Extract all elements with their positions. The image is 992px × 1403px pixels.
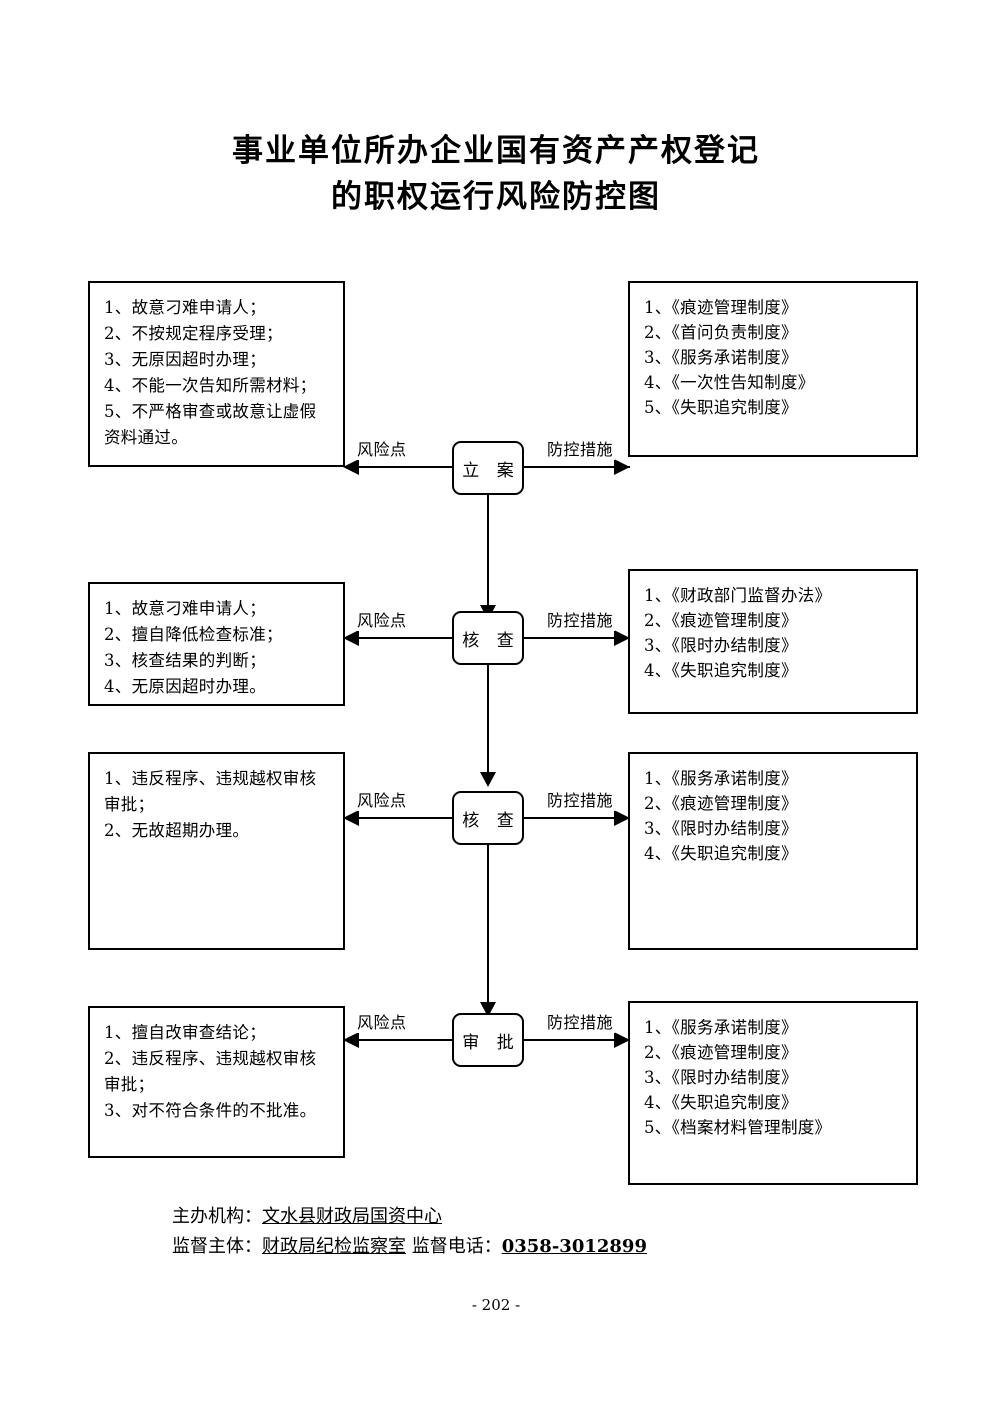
connector-label-risk-4: 风险点 — [355, 1013, 409, 1033]
phone-label: 监督电话： — [406, 1236, 502, 1257]
measure-item: 3、《服务承诺制度》 — [644, 348, 798, 367]
process-node-stage-1[interactable]: 立 案 — [452, 441, 524, 495]
measure-item: 1、《财政部门监督办法》 — [644, 586, 832, 605]
risk-box-stage-3: 1、违反程序、违规越权审核审批； 2、无故超期办理。 — [88, 752, 345, 950]
measure-item: 2、《痕迹管理制度》 — [644, 611, 798, 630]
process-node-label: 核 查 — [462, 630, 520, 651]
connector-line-vertical-3 — [487, 845, 489, 1005]
supervisor-row: 监督主体：财政局纪检监察室 监督电话：0358-3012899 — [172, 1232, 872, 1262]
risk-item: 2、无故超期办理。 — [104, 821, 250, 840]
title-line-1: 事业单位所办企业国有资产产权登记 — [232, 133, 760, 169]
process-node-label: 核 查 — [462, 810, 520, 831]
arrow-right-4 — [614, 1032, 630, 1048]
connector-line-left-4 — [345, 1039, 455, 1041]
page-title: 事业单位所办企业国有资产产权登记 的职权运行风险防控图 — [0, 128, 992, 220]
measure-item: 1、《痕迹管理制度》 — [644, 298, 798, 317]
risk-item: 3、对不符合条件的不批准。 — [104, 1101, 317, 1120]
risk-item: 4、不能一次告知所需材料； — [104, 376, 317, 395]
footer: 主办机构：文水县财政局国资中心 监督主体：财政局纪检监察室 监督电话：0358-… — [172, 1202, 872, 1262]
connector-line-right-4 — [522, 1039, 630, 1041]
arrow-left-1 — [343, 459, 359, 475]
connector-line-left-1 — [345, 466, 455, 468]
risk-item: 2、擅自降低检查标准； — [104, 625, 283, 644]
measures-box-stage-2: 1、《财政部门监督办法》 2、《痕迹管理制度》 3、《限时办结制度》 4、《失职… — [628, 569, 918, 714]
measures-box-stage-3: 1、《服务承诺制度》 2、《痕迹管理制度》 3、《限时办结制度》 4、《失职追究… — [628, 752, 918, 950]
arrow-down-2 — [480, 772, 496, 787]
risk-box-stage-1: 1、故意刁难申请人； 2、不按规定程序受理； 3、无原因超时办理； 4、不能一次… — [88, 281, 345, 467]
risk-item: 2、不按规定程序受理； — [104, 324, 283, 343]
connector-line-left-3 — [345, 817, 455, 819]
measure-item: 3、《限时办结制度》 — [644, 1068, 798, 1087]
risk-item: 1、擅自改审查结论； — [104, 1023, 266, 1042]
connector-label-measures-3: 防控措施 — [545, 791, 616, 811]
connector-line-vertical-1 — [487, 495, 489, 608]
connector-label-measures-1: 防控措施 — [545, 440, 616, 460]
title-line-2: 的职权运行风险防控图 — [331, 179, 661, 215]
connector-line-left-2 — [345, 637, 455, 639]
phone-value: 0358-3012899 — [501, 1236, 647, 1257]
connector-label-risk-2: 风险点 — [355, 611, 409, 631]
connector-line-right-2 — [522, 637, 630, 639]
process-node-stage-4[interactable]: 审 批 — [452, 1013, 524, 1067]
measure-item: 1、《服务承诺制度》 — [644, 769, 798, 788]
process-node-stage-3[interactable]: 核 查 — [452, 791, 524, 845]
risk-item: 2、违反程序、违规越权审核审批； — [104, 1049, 317, 1094]
organizer-value: 文水县财政局国资中心 — [262, 1206, 442, 1227]
measure-item: 4、《一次性告知制度》 — [644, 373, 815, 392]
measure-item: 4、《失职追究制度》 — [644, 1093, 798, 1112]
connector-line-vertical-2 — [487, 665, 489, 775]
arrow-right-2 — [614, 630, 630, 646]
organizer-label: 主办机构： — [172, 1206, 262, 1227]
measure-item: 2、《首问负责制度》 — [644, 323, 798, 342]
process-node-stage-2[interactable]: 核 查 — [452, 611, 524, 665]
arrow-left-4 — [343, 1032, 359, 1048]
measure-item: 5、《档案材料管理制度》 — [644, 1118, 832, 1137]
connector-label-measures-4: 防控措施 — [545, 1013, 616, 1033]
measures-box-stage-4: 1、《服务承诺制度》 2、《痕迹管理制度》 3、《限时办结制度》 4、《失职追究… — [628, 1001, 918, 1185]
page-number: - 202 - — [471, 1296, 521, 1314]
measure-item: 4、《失职追究制度》 — [644, 844, 798, 863]
risk-item: 3、无原因超时办理； — [104, 350, 266, 369]
arrow-right-3 — [614, 810, 630, 826]
connector-line-right-1 — [522, 466, 630, 468]
process-node-label: 立 案 — [462, 460, 520, 481]
risk-item: 1、故意刁难申请人； — [104, 298, 266, 317]
risk-item: 1、违反程序、违规越权审核审批； — [104, 769, 317, 814]
risk-item: 4、无原因超时办理。 — [104, 677, 266, 696]
organizer-row: 主办机构：文水县财政局国资中心 — [172, 1202, 872, 1232]
risk-box-stage-4: 1、擅自改审查结论； 2、违反程序、违规越权审核审批； 3、对不符合条件的不批准… — [88, 1006, 345, 1158]
measures-box-stage-1: 1、《痕迹管理制度》 2、《首问负责制度》 3、《服务承诺制度》 4、《一次性告… — [628, 281, 918, 457]
arrow-left-3 — [343, 810, 359, 826]
process-node-label: 审 批 — [462, 1032, 520, 1053]
supervisor-label: 监督主体： — [172, 1236, 262, 1257]
arrow-right-1 — [614, 459, 630, 475]
arrow-left-2 — [343, 630, 359, 646]
measure-item: 3、《限时办结制度》 — [644, 636, 798, 655]
risk-item: 5、不严格审查或故意让虚假资料通过。 — [104, 402, 317, 447]
measure-item: 2、《痕迹管理制度》 — [644, 794, 798, 813]
measure-item: 2、《痕迹管理制度》 — [644, 1043, 798, 1062]
measure-item: 3、《限时办结制度》 — [644, 819, 798, 838]
measure-item: 1、《服务承诺制度》 — [644, 1018, 798, 1037]
connector-label-risk-3: 风险点 — [355, 791, 409, 811]
risk-item: 3、核查结果的判断； — [104, 651, 266, 670]
risk-item: 1、故意刁难申请人； — [104, 599, 266, 618]
connector-line-right-3 — [522, 817, 630, 819]
measure-item: 4、《失职追究制度》 — [644, 661, 798, 680]
connector-label-risk-1: 风险点 — [355, 440, 409, 460]
connector-label-measures-2: 防控措施 — [545, 611, 616, 631]
risk-box-stage-2: 1、故意刁难申请人； 2、擅自降低检查标准； 3、核查结果的判断； 4、无原因超… — [88, 582, 345, 706]
measure-item: 5、《失职追究制度》 — [644, 398, 798, 417]
supervisor-value: 财政局纪检监察室 — [262, 1236, 406, 1257]
